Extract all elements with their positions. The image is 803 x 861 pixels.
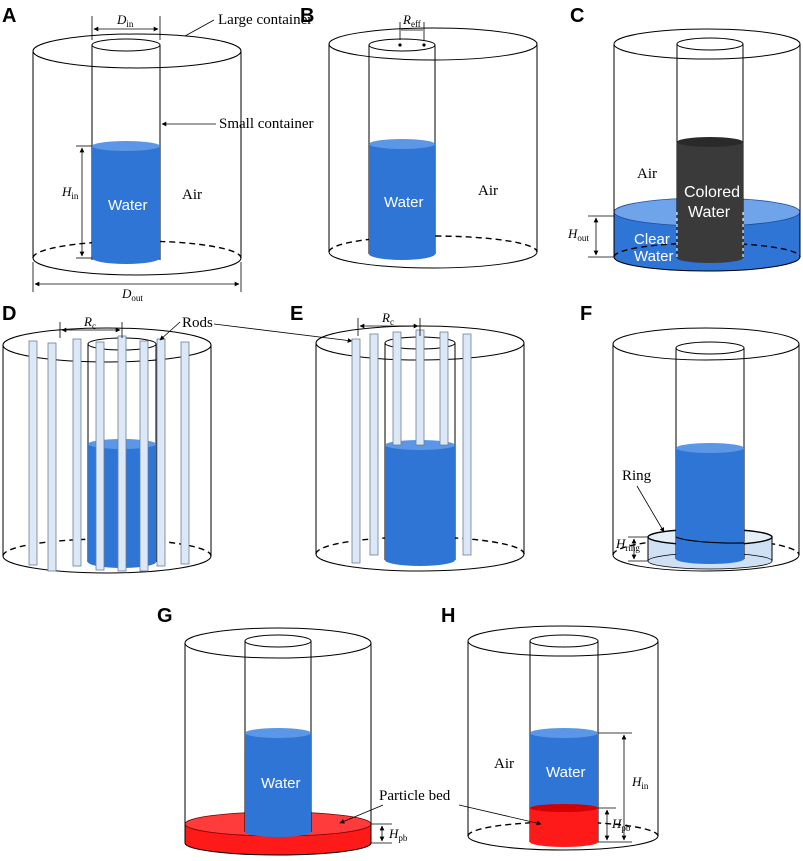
water-column	[245, 733, 311, 832]
ring-label: Ring	[622, 468, 652, 484]
large-container-top	[612, 327, 800, 361]
d-in-symbol: Din	[116, 12, 134, 29]
rod	[156, 338, 166, 567]
small-container-top	[529, 634, 599, 648]
colored-water-label: Water	[688, 204, 731, 221]
water-column	[385, 445, 455, 560]
rc-symbol: Rc	[381, 310, 394, 327]
air-label: Air	[494, 756, 514, 772]
clear-water-label: Water	[634, 248, 673, 265]
rod	[462, 333, 472, 556]
panel-e: E Rc	[290, 303, 525, 572]
h-pb-symbol: Hpb	[388, 826, 408, 843]
panel-e-letter: E	[290, 303, 303, 325]
rod	[439, 331, 449, 446]
rod	[415, 329, 425, 446]
panel-h: H Water Air Hin Hpb	[441, 605, 659, 851]
h-out-symbol: Hout	[567, 226, 589, 243]
r-eff-symbol: Reff	[402, 12, 421, 29]
large-container-top	[613, 28, 801, 60]
water-column	[369, 144, 435, 254]
water-label: Water	[546, 764, 585, 781]
rod	[392, 331, 402, 446]
h-in-symbol: Hin	[631, 774, 649, 791]
rod	[351, 338, 361, 564]
rod	[72, 338, 82, 567]
small-container-top	[91, 38, 161, 52]
d-out-symbol: Dout	[121, 286, 143, 303]
small-container-top	[675, 341, 745, 355]
water-column	[530, 733, 598, 808]
panel-g: G Water Particle bed Hpb	[157, 605, 451, 856]
air-label: Air	[478, 183, 498, 199]
large-container-label: Large container	[218, 12, 312, 28]
panel-d: D Rc Rods	[2, 303, 353, 574]
water-label: Water	[384, 194, 423, 211]
particle-bed-label: Particle bed	[379, 788, 451, 804]
colored-label: Colored	[684, 184, 740, 201]
panel-f-letter: F	[580, 303, 592, 325]
large-container-top	[184, 627, 372, 659]
panel-c-letter: C	[570, 5, 584, 27]
h-pb-symbol: Hpb	[611, 816, 631, 833]
rods-label: Rods	[182, 315, 213, 331]
h-ring-symbol: Hring	[615, 536, 640, 553]
h-in-symbol: Hin	[61, 184, 79, 201]
particle-bed	[530, 808, 598, 842]
clear-label: Clear	[634, 231, 670, 248]
air-label: Air	[182, 187, 202, 203]
rod	[28, 340, 38, 566]
panel-a-letter: A	[2, 5, 16, 27]
panel-d-letter: D	[2, 303, 16, 325]
small-container-top	[676, 37, 744, 51]
panel-b: B Water Air Reff	[300, 5, 538, 269]
panel-a: A Water Air Din Large container Small co…	[2, 5, 314, 303]
water-label: Water	[261, 775, 300, 792]
rod	[117, 335, 127, 572]
colored-water-column	[677, 142, 743, 258]
panel-f: F Ring Hring	[580, 303, 800, 572]
panel-c: C Colored Water Air Clear Water Hout	[567, 5, 801, 272]
panel-b-letter: B	[300, 5, 314, 27]
small-container-label: Small container	[219, 116, 314, 132]
water-label: Water	[108, 197, 147, 214]
rod	[180, 341, 190, 565]
water-column	[92, 146, 160, 258]
large-container-top	[467, 625, 659, 657]
rod	[95, 341, 105, 571]
rod	[369, 333, 379, 556]
large-container-top	[328, 27, 538, 61]
air-label: Air	[637, 166, 657, 182]
rod	[139, 340, 149, 572]
rc-symbol: Rc	[83, 314, 96, 331]
small-container-top	[244, 634, 312, 648]
rod	[47, 342, 57, 572]
panel-g-letter: G	[157, 605, 173, 627]
panel-h-letter: H	[441, 605, 455, 627]
